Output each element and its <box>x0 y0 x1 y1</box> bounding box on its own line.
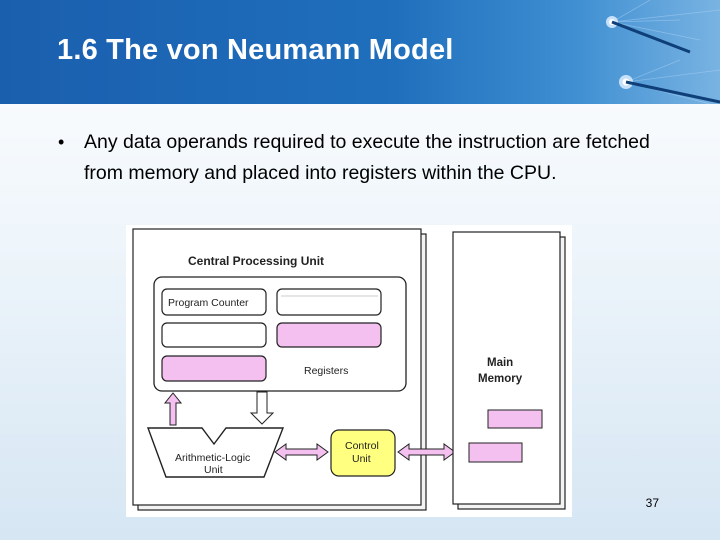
memory-slot <box>468 442 523 463</box>
alu-control-arrow <box>274 443 329 461</box>
bullet-point: • Any data operands required to execute … <box>58 127 658 189</box>
bullet-marker: • <box>58 132 65 152</box>
alu-shape <box>146 427 285 478</box>
alu-label-line1: Arithmetic-Logic <box>175 452 250 464</box>
register-slot <box>161 322 267 348</box>
control-unit-label-line2: Unit <box>352 453 371 465</box>
main-memory-label-line2: Memory <box>478 373 523 385</box>
register-slot-highlighted <box>161 355 267 382</box>
data-path-arrow <box>249 391 275 425</box>
memory-slot <box>487 409 543 429</box>
page-number: 37 <box>645 496 659 510</box>
control-unit-label-line1: Control <box>345 440 379 452</box>
main-memory-label-line1: Main <box>487 357 513 369</box>
slide-title: 1.6 The von Neumann Model <box>57 34 454 66</box>
dandelion-seed-icon <box>606 0 720 104</box>
program-counter-label: Program Counter <box>168 297 249 309</box>
control-unit <box>330 429 396 477</box>
data-path-arrow <box>163 392 183 426</box>
von-neumann-diagram: Central Processing Unit Program Counter … <box>126 225 572 517</box>
register-slot <box>276 288 382 316</box>
cpu-label: Central Processing Unit <box>188 254 324 268</box>
register-slot-highlighted <box>276 322 382 348</box>
alu-label-line2: Unit <box>204 464 223 476</box>
program-counter-register <box>161 288 267 316</box>
bullet-text: Any data operands required to execute th… <box>84 131 650 184</box>
title-bar: 1.6 The von Neumann Model <box>0 0 720 104</box>
registers-label: Registers <box>304 365 348 377</box>
